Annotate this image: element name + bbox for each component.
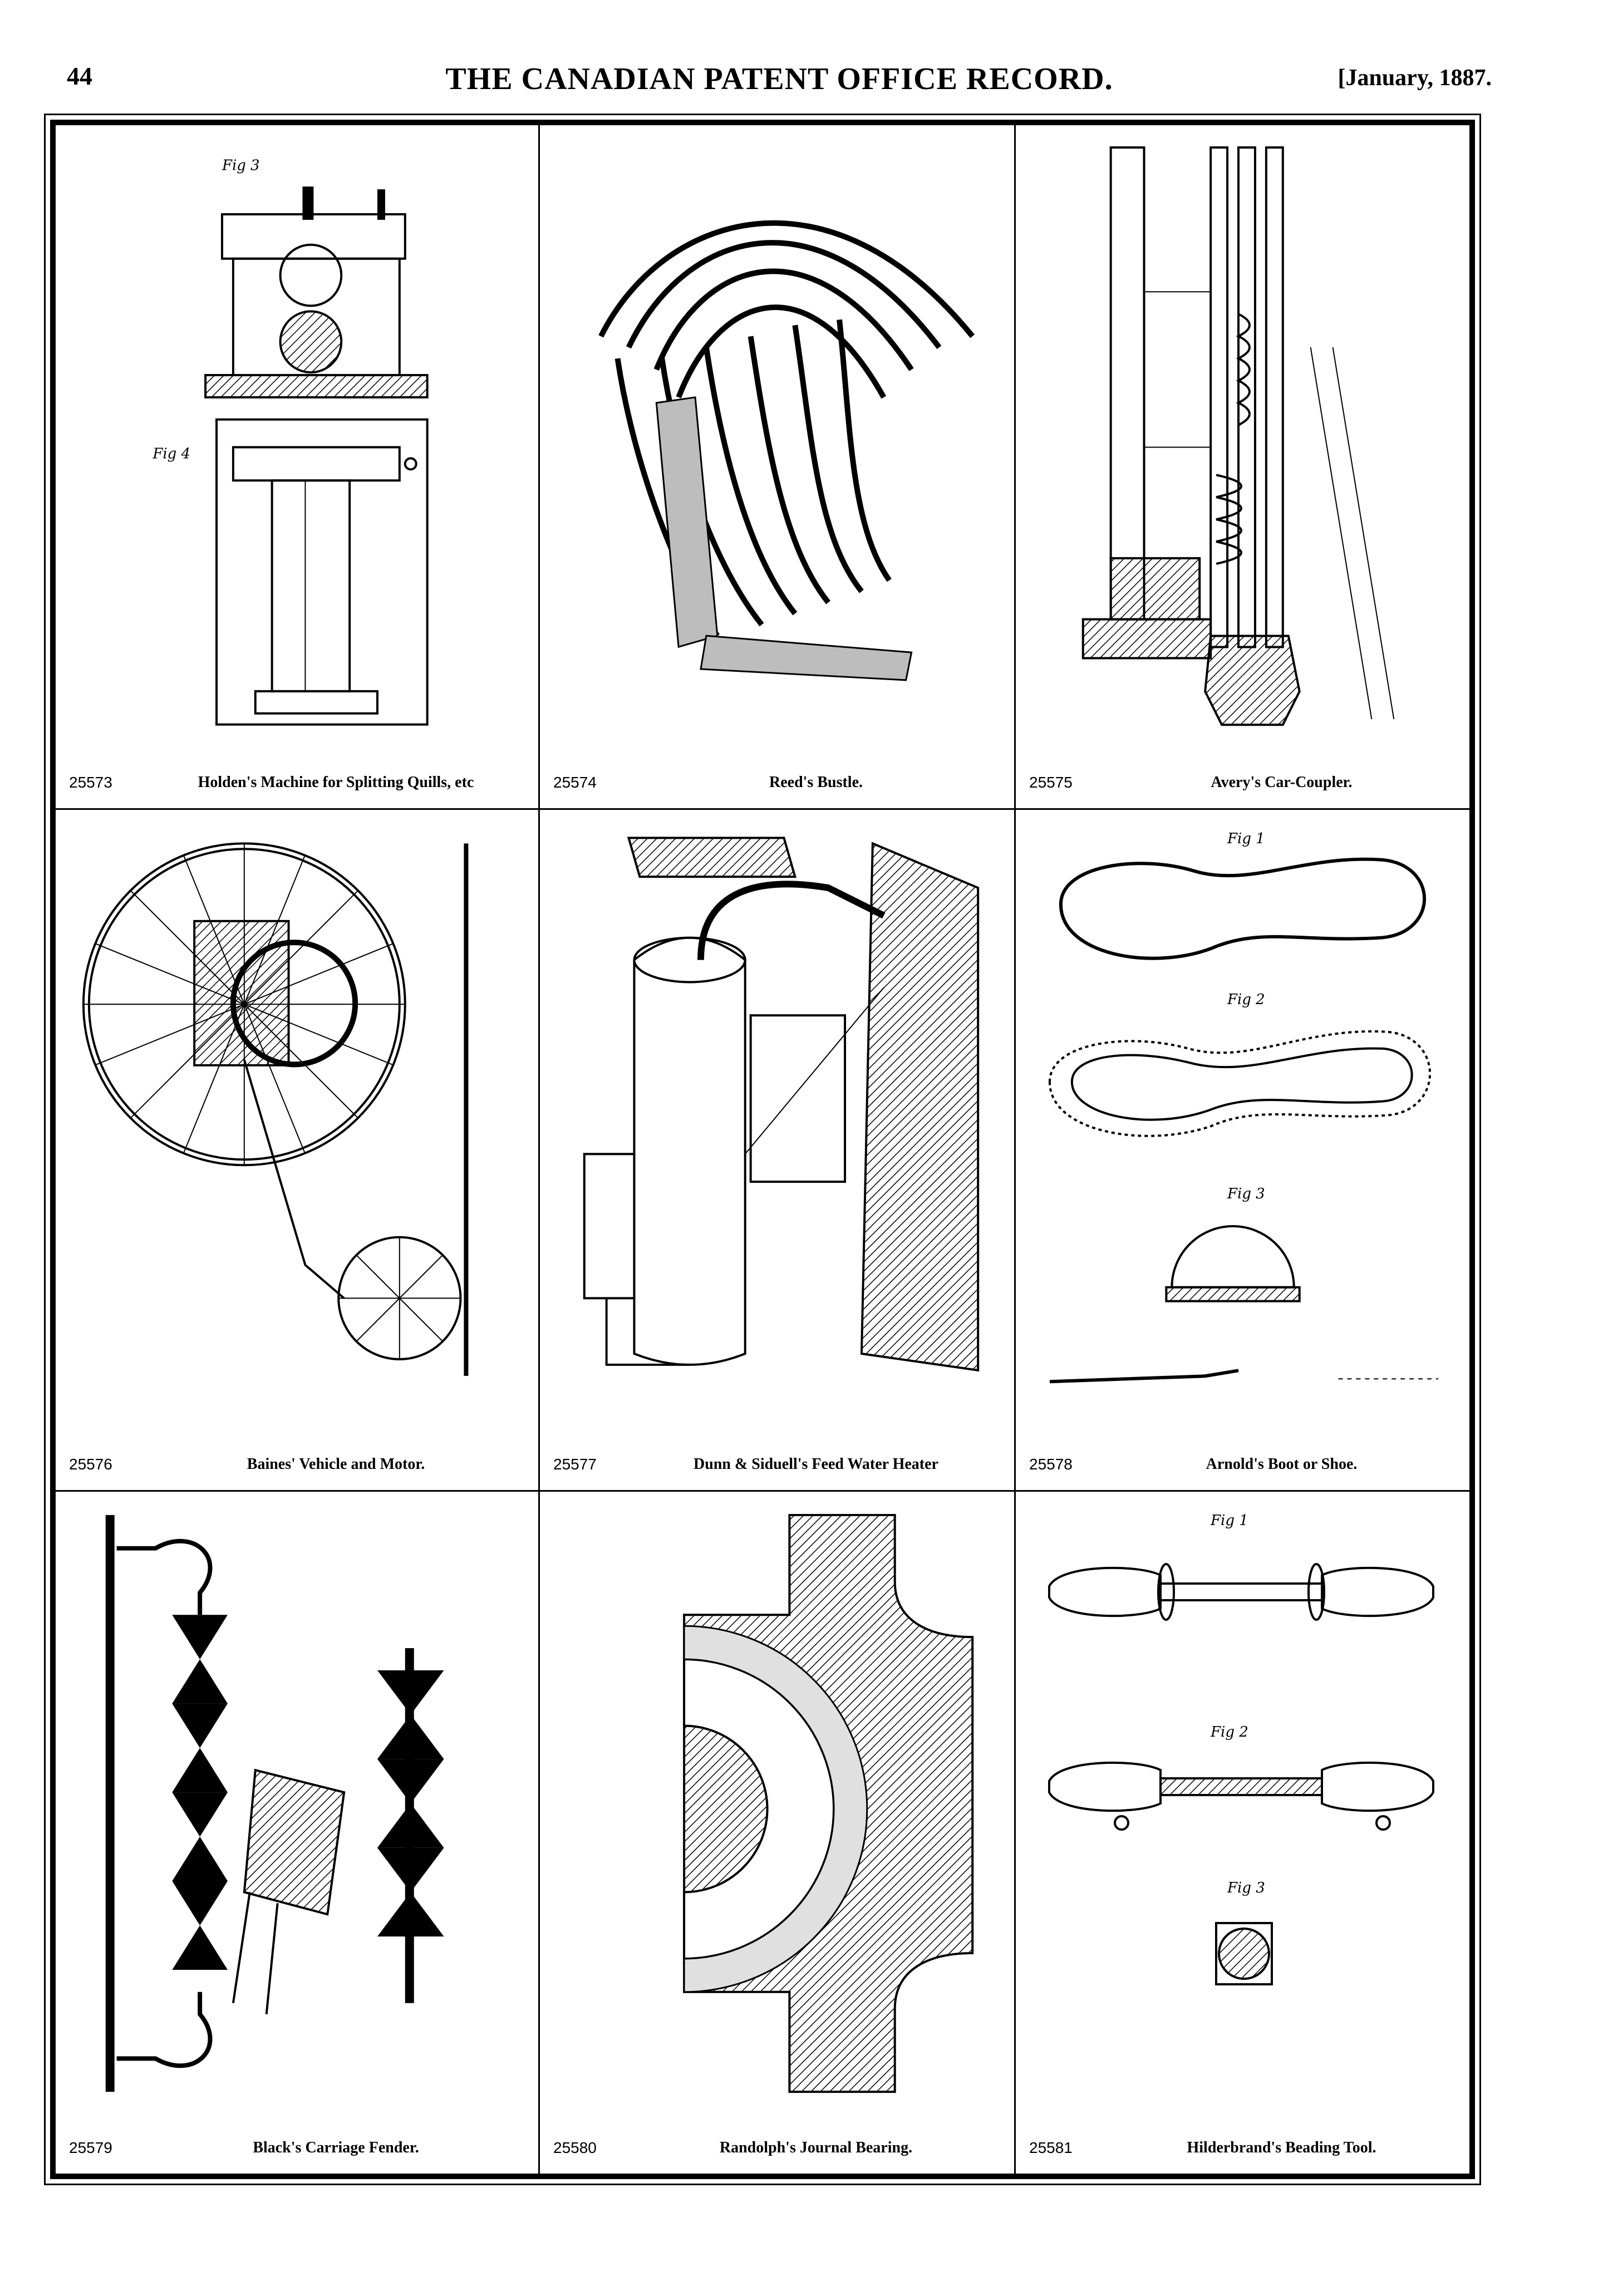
- patent-title: Arnold's Boot or Shoe.: [1206, 1456, 1358, 1473]
- patent-drawing-feed-water-heater: [551, 821, 1003, 1429]
- figure-grid: Fig 3 Fig 4 25573 Holden's Machine for S…: [44, 114, 1481, 2185]
- patent-drawing-quill-machine: Fig 3 Fig 4: [67, 136, 527, 747]
- patent-drawing-car-coupler: [1027, 136, 1458, 747]
- fig3-label: Fig 3: [1227, 1186, 1265, 1202]
- patent-number: 25581: [1029, 2139, 1073, 2156]
- figure-cell-25579: 25579 Black's Carriage Fender.: [56, 1492, 540, 2174]
- fig2-label: Fig 2: [1227, 991, 1265, 1008]
- fig2-label: Fig 2: [1210, 1724, 1248, 1741]
- patent-drawing-vehicle-motor: [67, 821, 527, 1429]
- figure-cell-25580: 25580 Randolph's Journal Bearing.: [540, 1492, 1016, 2174]
- patent-number: 25579: [69, 2139, 112, 2156]
- fig1-label: Fig 1: [1210, 1512, 1248, 1529]
- patent-title: Hilderbrand's Beading Tool.: [1187, 2139, 1376, 2156]
- patent-number: 25580: [553, 2139, 597, 2156]
- figure-cell-25581: Fig 1 Fig 2 Fig 3 25581 Hilderbrand's Be…: [1016, 1492, 1469, 2174]
- figure-cell-25573: Fig 3 Fig 4 25573 Holden's Machine for S…: [56, 125, 540, 810]
- page-header: 44 THE CANADIAN PATENT OFFICE RECORD. [J…: [67, 61, 1492, 106]
- patent-title: Dunn & Siduell's Feed Water Heater: [694, 1456, 938, 1473]
- figure-cell-25574: 25574 Reed's Bustle.: [540, 125, 1016, 810]
- fig3-label: Fig 3: [222, 157, 260, 174]
- issue-date: [January, 1887.: [1338, 65, 1492, 91]
- patent-number: 25575: [1029, 774, 1073, 791]
- fig3-label: Fig 3: [1227, 1880, 1265, 1896]
- patent-drawing-beading-tool: Fig 1 Fig 2 Fig 3: [1027, 1503, 1458, 2112]
- patent-drawing-bustle: [551, 136, 1003, 747]
- patent-drawing-carriage-fender: [67, 1503, 527, 2112]
- figure-cell-25577: 25577 Dunn & Siduell's Feed Water Heater: [540, 810, 1016, 1492]
- patent-number: 25573: [69, 774, 112, 791]
- figure-cell-25578: Fig 1 Fig 2 Fig 3 25578 Arnold's Boot or…: [1016, 810, 1469, 1492]
- patent-number: 25576: [69, 1456, 112, 1473]
- patent-title: Randolph's Journal Bearing.: [719, 2139, 913, 2156]
- journal-title: THE CANADIAN PATENT OFFICE RECORD.: [445, 62, 1113, 96]
- patent-title: Holden's Machine for Splitting Quills, e…: [198, 774, 474, 791]
- patent-title: Baines' Vehicle and Motor.: [247, 1456, 425, 1473]
- page-number: 44: [67, 62, 92, 90]
- patent-title: Black's Carriage Fender.: [253, 2139, 419, 2156]
- patent-title: Reed's Bustle.: [769, 774, 863, 791]
- fig1-label: Fig 1: [1227, 830, 1265, 847]
- patent-title: Avery's Car-Coupler.: [1211, 774, 1353, 791]
- fig4-label: Fig 4: [152, 445, 190, 462]
- patent-number: 25577: [553, 1456, 597, 1473]
- figure-cell-25575: 25575 Avery's Car-Coupler.: [1016, 125, 1469, 810]
- patent-number: 25578: [1029, 1456, 1073, 1473]
- patent-number: 25574: [553, 774, 597, 791]
- figure-cell-25576: 25576 Baines' Vehicle and Motor.: [56, 810, 540, 1492]
- patent-drawing-boot-shoe: Fig 1 Fig 2 Fig 3: [1027, 821, 1458, 1429]
- patent-drawing-journal-bearing: [551, 1503, 1003, 2112]
